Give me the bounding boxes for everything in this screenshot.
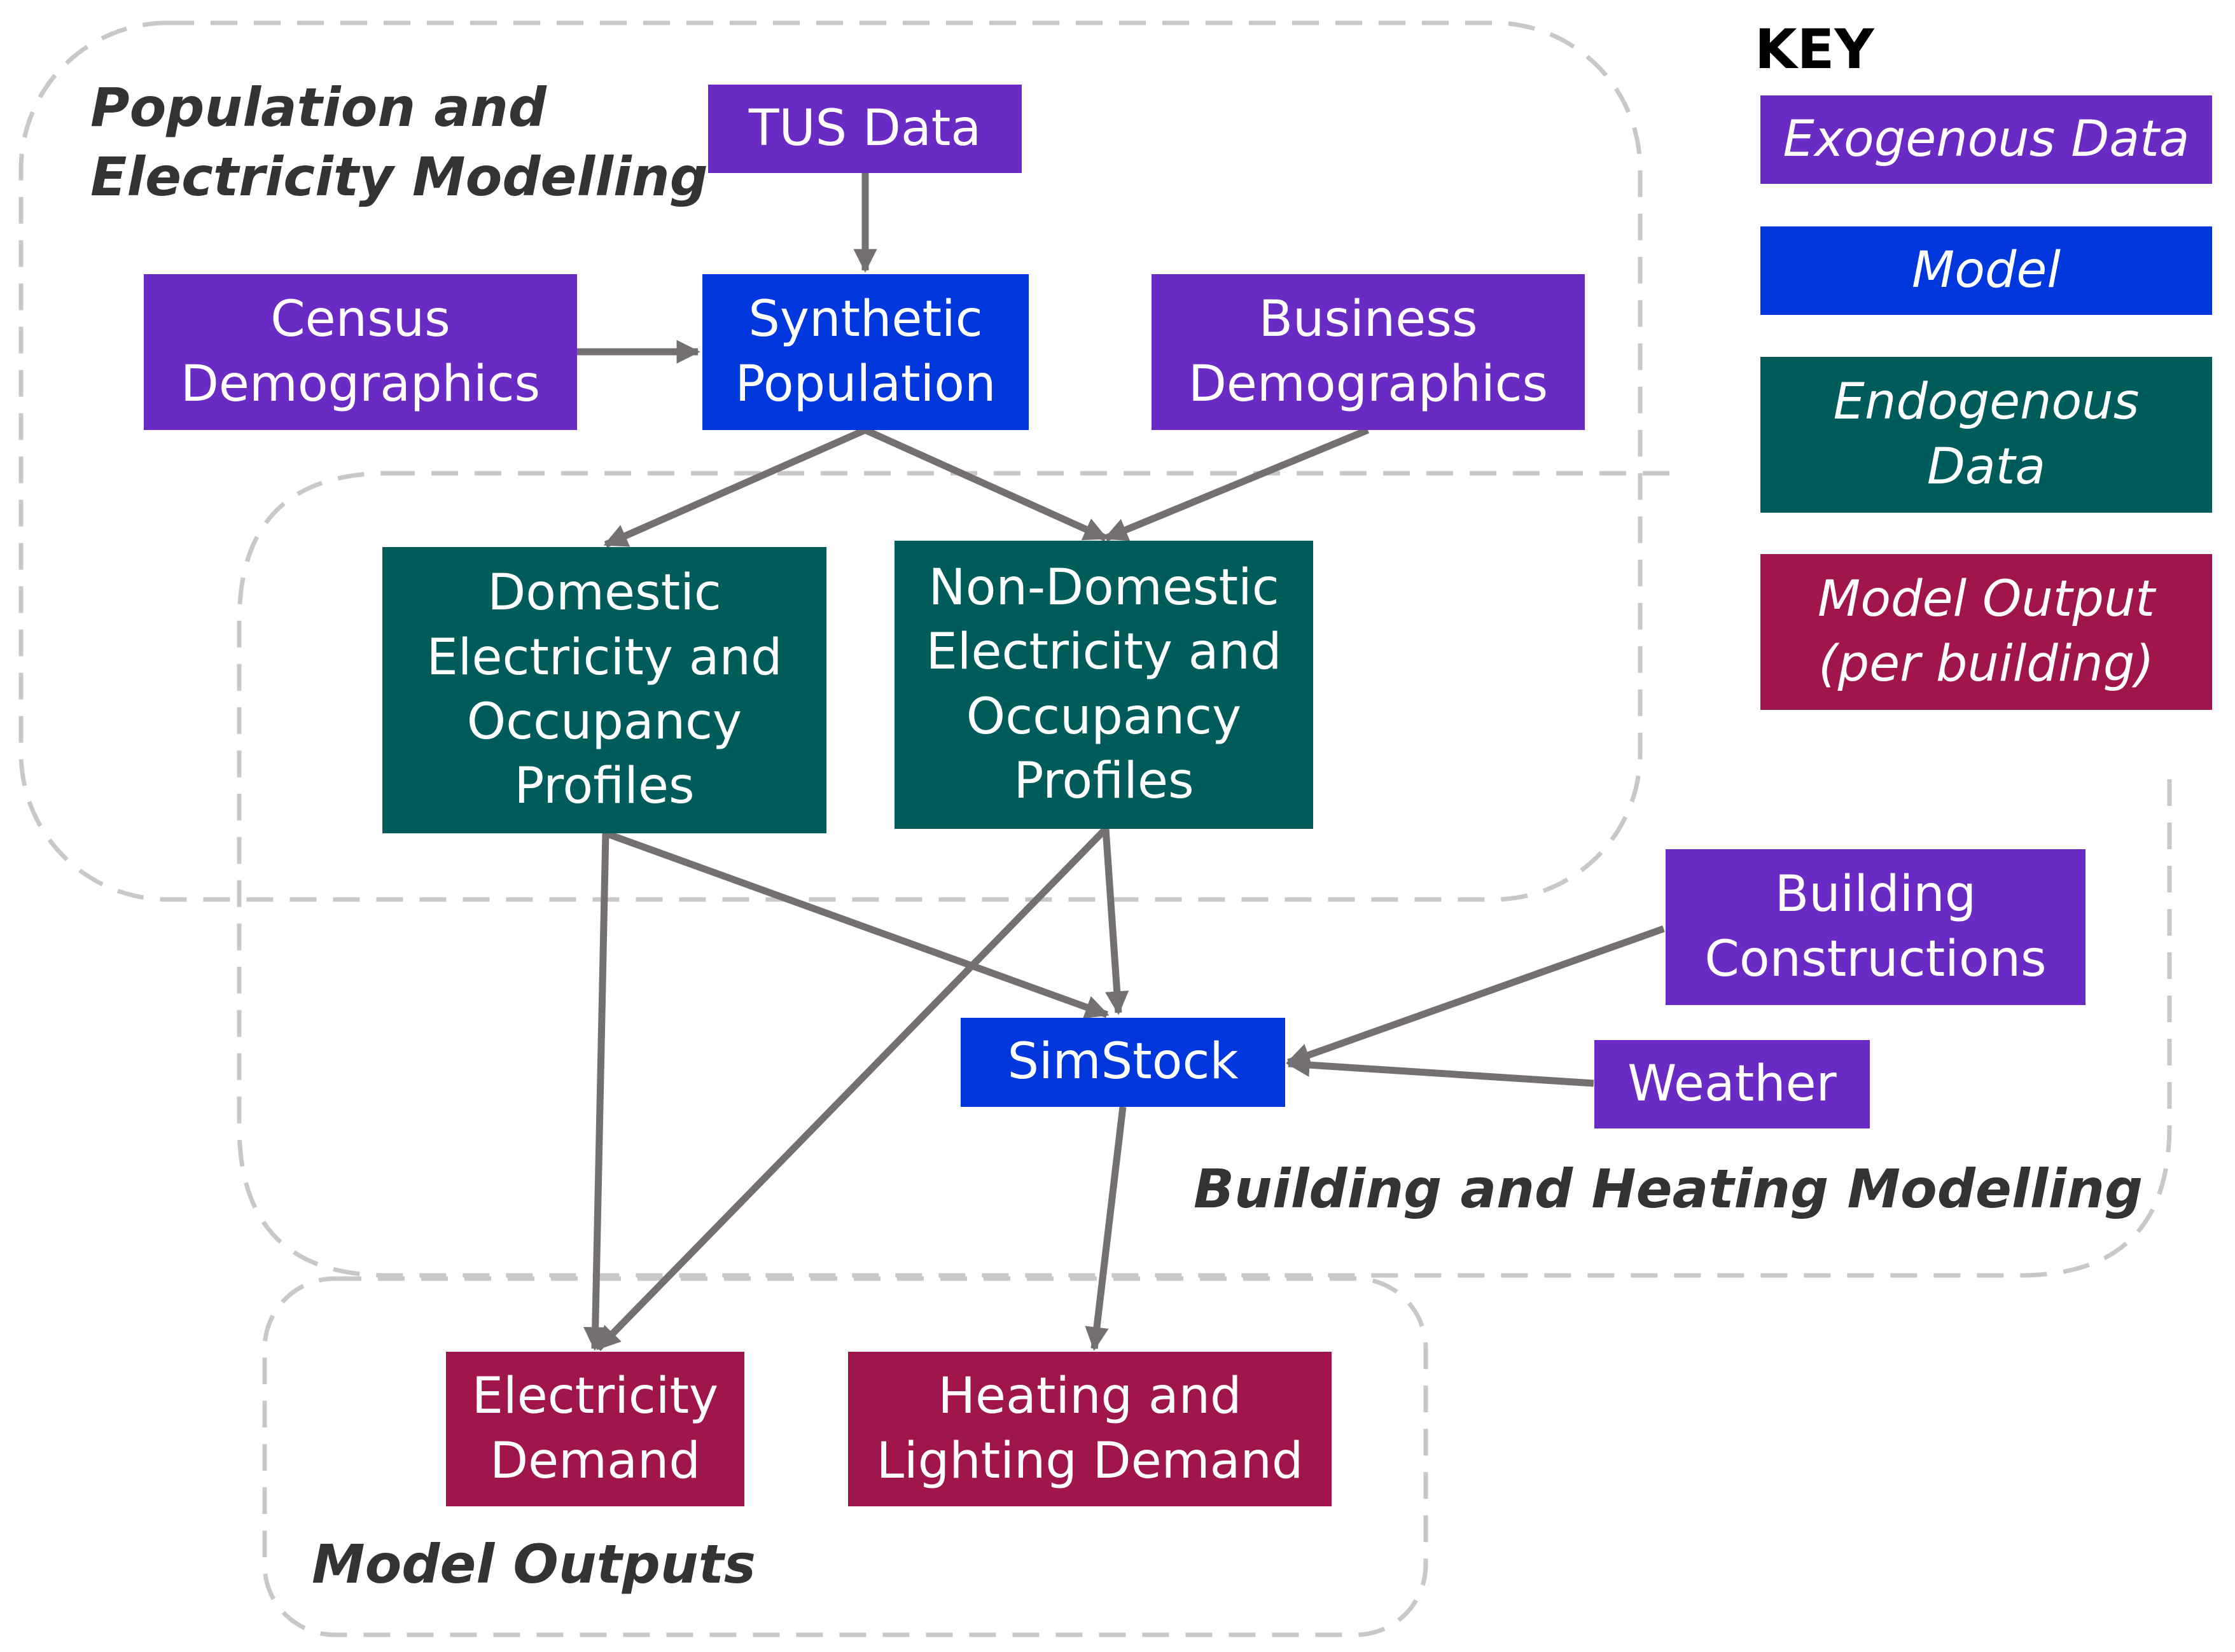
node-weather: Weather (1594, 1040, 1870, 1128)
arrow-nondomestic-to-simstock (1102, 828, 1129, 1015)
key-model: Model (1760, 226, 2212, 315)
arrow-domestic-to-simstock (604, 829, 1110, 1019)
node-simstock-label: SimStock (1007, 1033, 1239, 1091)
node-synthetic-population: Synthetic Population (702, 274, 1029, 430)
key-endogenous-data-label: Endogenous Data (1833, 373, 2140, 496)
key-model-label: Model (1911, 241, 2061, 299)
node-nondomestic-profiles-label: Non-Domestic Electricity and Occupancy P… (926, 559, 1282, 810)
node-tus-data-label: TUS Data (748, 99, 982, 157)
node-simstock: SimStock (961, 1018, 1285, 1107)
node-business-demographics-label: Business Demographics (1188, 291, 1549, 413)
node-census-demographics-label: Census Demographics (180, 291, 541, 413)
node-electricity-demand-label: Electricity Demand (471, 1368, 719, 1490)
node-census-demographics: Census Demographics (144, 274, 577, 430)
node-building-constructions: Building Constructions (1666, 849, 2085, 1005)
arrow-constructions-to-simstock (1286, 925, 1665, 1067)
node-heating-lighting-demand-label: Heating and Lighting Demand (876, 1368, 1304, 1490)
node-business-demographics: Business Demographics (1152, 274, 1585, 430)
node-synthetic-population-label: Synthetic Population (735, 291, 996, 413)
node-domestic-profiles: Domestic Electricity and Occupancy Profi… (382, 547, 826, 833)
node-domestic-profiles-label: Domestic Electricity and Occupancy Profi… (426, 564, 783, 816)
arrow-business-to-nondomestic (1103, 426, 1370, 542)
node-tus-data: TUS Data (708, 85, 1022, 173)
arrow-synthetic-to-domestic (603, 426, 867, 548)
region-building-outline (237, 471, 2172, 1278)
arrow-simstock-to-heating (1085, 1106, 1127, 1351)
key-exogenous-data-label: Exogenous Data (1783, 110, 2190, 168)
arrow-weather-to-simstock (1286, 1053, 1594, 1087)
region-building-label: Building and Heating Modelling (1194, 1158, 2143, 1220)
node-weather-label: Weather (1627, 1055, 1837, 1113)
region-population-outline (18, 20, 1643, 902)
region-outputs-outline (262, 1276, 1428, 1637)
region-population-label: Population and Electricity Modelling (90, 76, 708, 209)
key-model-output: Model Output (per building) (1760, 554, 2212, 710)
key-exogenous-data: Exogenous Data (1760, 95, 2212, 184)
arrow-nondomestic-to-electricity (595, 826, 1108, 1351)
key-endogenous-data: Endogenous Data (1760, 357, 2212, 513)
key-title: KEY (1755, 18, 1874, 81)
key-model-output-label: Model Output (per building) (1818, 571, 2155, 693)
node-building-constructions-label: Building Constructions (1704, 866, 2047, 988)
node-electricity-demand: Electricity Demand (446, 1352, 744, 1506)
region-outputs-label: Model Outputs (312, 1533, 756, 1595)
arrow-domestic-to-electricity (583, 833, 609, 1351)
node-heating-lighting-demand: Heating and Lighting Demand (848, 1352, 1332, 1506)
arrow-synthetic-to-nondomestic (863, 426, 1108, 542)
node-nondomestic-profiles: Non-Domestic Electricity and Occupancy P… (895, 541, 1313, 829)
